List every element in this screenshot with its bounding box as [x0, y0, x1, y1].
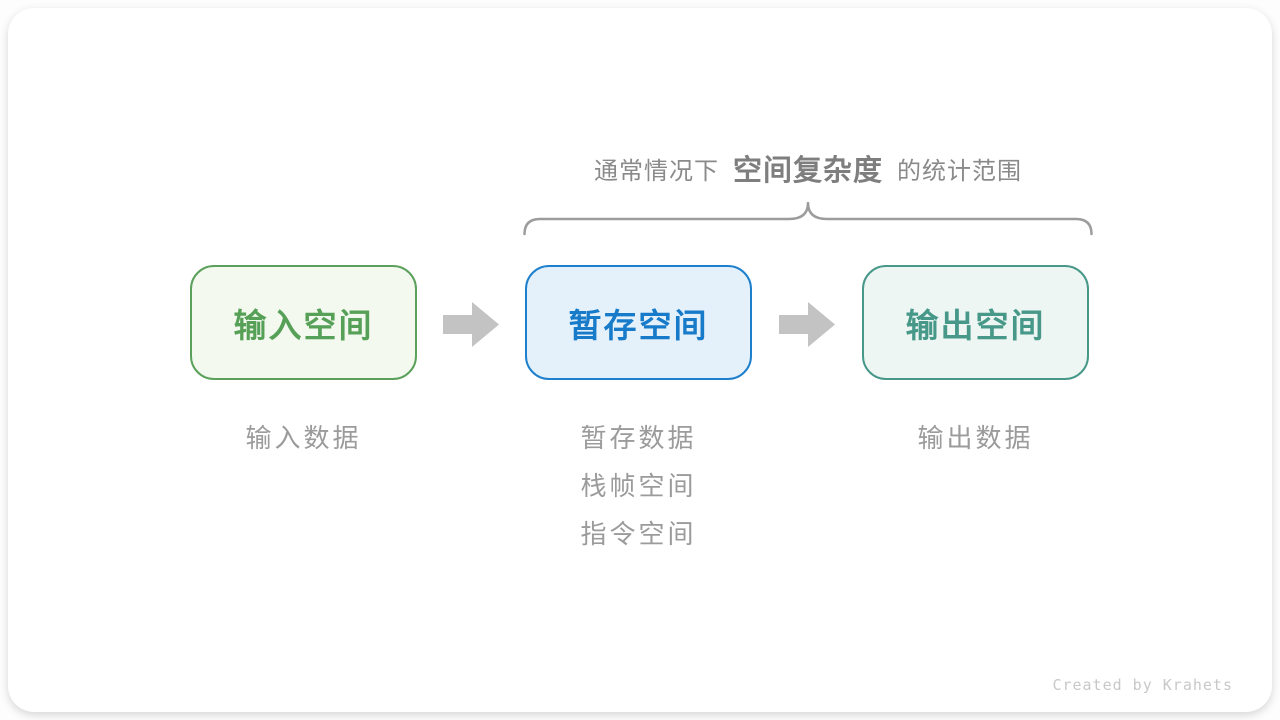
node-output-space: 输出空间: [862, 265, 1089, 380]
sublabel-instruction: 指令空间: [580, 519, 697, 549]
sublabel-temp-data: 暂存数据: [580, 423, 697, 453]
curly-brace-icon: [523, 201, 1093, 236]
annotation-prefix: 通常情况下: [593, 157, 719, 185]
node-output-space-label: 输出空间: [905, 306, 1046, 344]
sublabel-input-data: 输入数据: [245, 423, 362, 453]
sublabel-stack-frame: 栈帧空间: [580, 471, 697, 501]
right-arrow-icon: [779, 302, 835, 347]
annotation-suffix: 的统计范围: [897, 157, 1022, 185]
node-input-space: 输入空间: [190, 265, 417, 380]
diagram-card: 通常情况下 空间复杂度 的统计范围 输入空间 暂存空间 输出空间 输入数据 暂存…: [8, 8, 1272, 712]
annotation-highlight: 空间复杂度: [732, 155, 883, 187]
node-input-space-label: 输入空间: [233, 306, 374, 344]
sublabel-output-data: 输出数据: [917, 423, 1034, 453]
scope-annotation: 通常情况下 空间复杂度 的统计范围: [515, 148, 1101, 188]
node-temp-space-label: 暂存空间: [568, 306, 709, 344]
node-temp-space: 暂存空间: [525, 265, 752, 380]
right-arrow-icon: [443, 302, 499, 347]
credit-text: Created by Krahets: [1052, 676, 1233, 694]
